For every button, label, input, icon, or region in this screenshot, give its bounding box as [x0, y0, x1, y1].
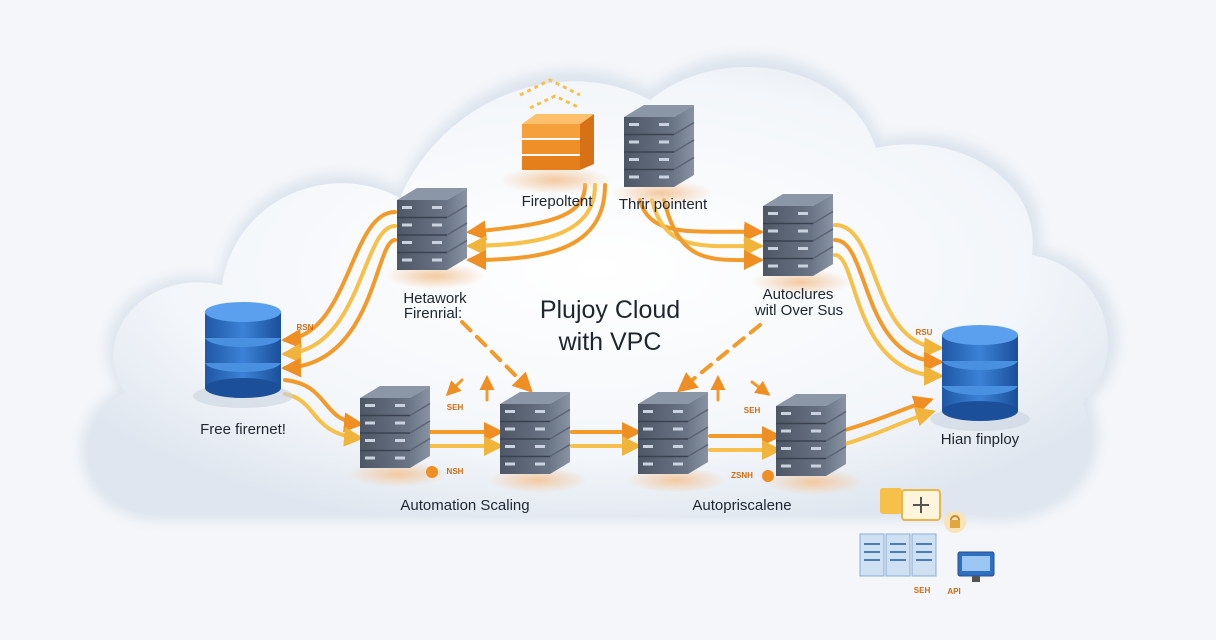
arrow-sen-right [750, 380, 771, 396]
dashed-link-left [460, 320, 533, 393]
connection-lines [281, 183, 944, 460]
tag-sen-left: SEH [447, 403, 464, 412]
tag-rsu: RSU [916, 328, 933, 337]
label-hian-finploy: Hian finploy [941, 431, 1020, 448]
link-db-bottom-1 [283, 378, 364, 433]
server-bottom-2-icon [488, 392, 588, 493]
tag-sen-bottom: SEH [914, 586, 931, 595]
server-group [348, 105, 864, 495]
add-panel-icon [901, 489, 941, 521]
link-network-db-3 [281, 238, 397, 378]
link-network-db-1 [281, 210, 397, 349]
badge-icon-right [762, 470, 774, 482]
server-bottom-4-icon [764, 394, 864, 495]
server-third-point-icon [612, 105, 712, 206]
label-autoclures-1: Autoclures [763, 286, 834, 303]
firewall-stack-icon [500, 78, 610, 194]
link-right-db-3 [833, 253, 944, 386]
folder-icon [880, 488, 902, 514]
tag-rsn: RSN [297, 323, 314, 332]
diagram-title-line1: Plujoy Cloud [540, 296, 680, 324]
document-stack-icon [859, 533, 937, 577]
label-automation-scaling: Automation Scaling [400, 497, 529, 514]
badge-icon-left [426, 466, 438, 478]
tag-sen-right: SEH [744, 406, 761, 415]
label-autoclures-2: witl Over Sus [754, 302, 843, 319]
link-firewall-network-2 [466, 183, 597, 256]
server-bottom-3-icon [626, 392, 726, 493]
link-firewall-network-1 [466, 183, 587, 241]
labels: Plujoy Cloud with VPC Firepoltent Thrir … [200, 193, 1020, 596]
label-third-point: Thrir pointent [619, 196, 708, 213]
label-network-2: Firenrial: [404, 305, 462, 322]
lock-icon [944, 511, 966, 533]
label-network-1: Hetawork [403, 290, 467, 307]
server-bottom-1-icon [348, 386, 448, 487]
arrow-sen-left [445, 378, 464, 397]
link-db-bottom-2 [283, 392, 364, 447]
database-left-icon [193, 302, 293, 408]
tag-nsh: NSH [447, 467, 464, 476]
link-right-db-1 [833, 223, 944, 358]
cloud-shape [81, 55, 1118, 522]
label-autopriscalene: Autopriscalene [692, 497, 791, 514]
database-right-icon [930, 325, 1030, 431]
computer-icon [957, 551, 995, 582]
link-third-right-1 [638, 198, 764, 242]
sparkle-arrows-icon [519, 78, 581, 110]
link-bottom-db-1 [843, 395, 934, 432]
link-network-db-2 [281, 224, 397, 364]
link-third-right-2 [650, 198, 764, 257]
link-right-db-2 [833, 238, 944, 372]
dashed-link-right [676, 323, 762, 393]
tag-zsh: ZSNH [731, 471, 753, 480]
link-firewall-network-3 [466, 183, 607, 270]
diagram-title-line2: with VPC [558, 328, 662, 356]
tag-api: API [947, 587, 960, 596]
extras-cluster [859, 488, 995, 582]
label-free-firernet: Free firernet! [200, 421, 286, 438]
server-network-firewall-icon [385, 188, 485, 289]
link-bottom-db-2 [843, 406, 936, 446]
link-third-right-3 [662, 198, 764, 271]
server-autoclures-icon [751, 194, 851, 295]
label-firewall-top: Firepoltent [522, 193, 594, 210]
